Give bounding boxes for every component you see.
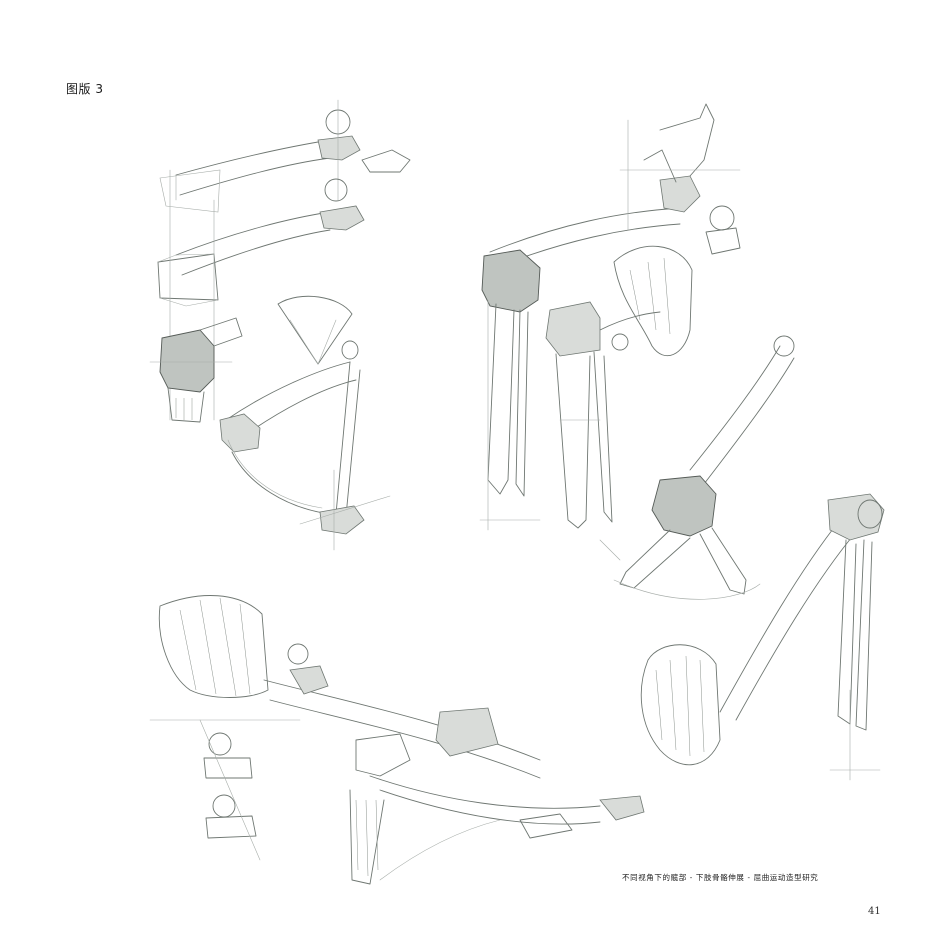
page-number: 41 <box>868 906 881 917</box>
sketch-pelvis-arc-study <box>219 295 391 551</box>
sketch-pelvis-leg-raised <box>640 493 885 781</box>
sketch-femur-knee-front-view <box>479 103 741 531</box>
plate-label: 图版 3 <box>66 82 104 96</box>
sketch-pelvis-side-view <box>545 245 693 561</box>
sketch-leg-flexion-diagonal <box>613 335 795 600</box>
sketch-leg-extension-horizontal <box>149 595 645 885</box>
sketch-femur-curved-study-left <box>149 99 411 423</box>
plate-caption: 不同视角下的髋部 - 下肢骨骼伸展 - 屈曲运动造型研究 <box>622 873 819 882</box>
